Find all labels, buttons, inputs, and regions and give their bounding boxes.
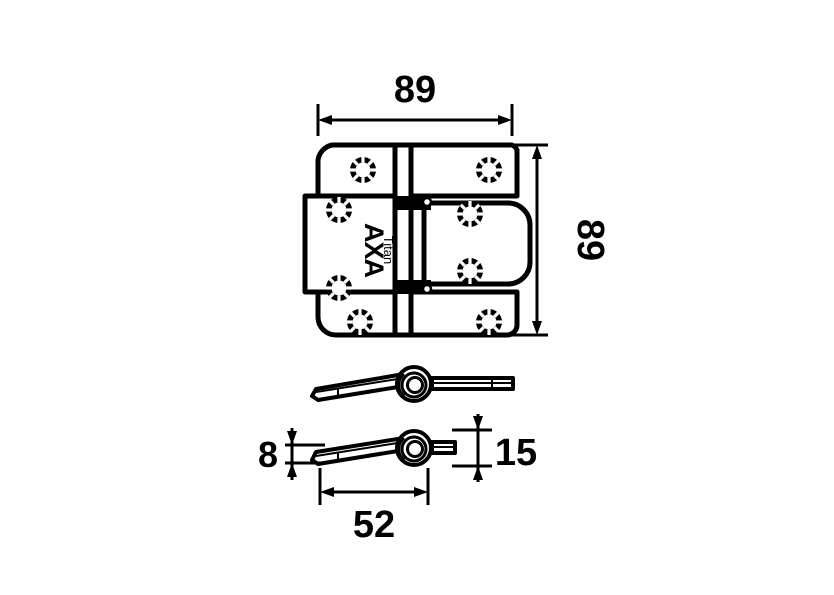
screw-hole-middle-lower-right bbox=[457, 258, 483, 284]
side-view-open bbox=[310, 365, 515, 403]
dimension-label-length: 52 bbox=[353, 504, 395, 546]
brand-model: Titan bbox=[381, 236, 396, 264]
arrowhead-bottom bbox=[287, 463, 297, 477]
screw-hole-middle-upper-right bbox=[457, 201, 483, 227]
screw-hole-top-right bbox=[476, 157, 502, 183]
front-view: AXA Titan bbox=[302, 142, 533, 338]
arrowhead-bottom bbox=[473, 466, 483, 480]
arrowhead-top bbox=[532, 145, 542, 159]
dimension-label-thickness: 8 bbox=[258, 434, 278, 475]
screw-hole-bottom-left bbox=[347, 309, 373, 335]
screw-hole-top-left bbox=[350, 157, 376, 183]
side-view-dimensioned bbox=[310, 429, 457, 467]
arrowhead-bottom bbox=[532, 321, 542, 335]
side-open-knuckle-inner bbox=[406, 376, 424, 394]
side-open-left-leaf-midline bbox=[315, 377, 405, 393]
side-open-knuckle-wrap bbox=[397, 372, 406, 398]
screw-hole-middle-upper-left bbox=[326, 197, 352, 223]
dimension-thickness-8: 8 bbox=[258, 428, 325, 480]
brand-name: AXA bbox=[359, 223, 389, 278]
dimension-knuckle-15: 15 bbox=[452, 414, 537, 482]
arrowhead-top bbox=[287, 431, 297, 445]
dimension-label-height: 89 bbox=[569, 219, 611, 261]
dimension-length-52: 52 bbox=[318, 468, 430, 546]
hinge-pin-end-top bbox=[421, 196, 433, 208]
arrowhead-left bbox=[320, 487, 334, 497]
arrowhead-left bbox=[318, 115, 332, 125]
dimension-height-89: 89 bbox=[512, 143, 611, 337]
dimension-label-width: 89 bbox=[394, 69, 436, 111]
arrowhead-top bbox=[473, 416, 483, 430]
hinge-pin-end-bottom bbox=[421, 283, 433, 295]
arrowhead-right bbox=[498, 115, 512, 125]
dimension-width-89: 89 bbox=[316, 69, 514, 136]
dimension-label-knuckle: 15 bbox=[495, 432, 537, 474]
side-dim-knuckle-wrap bbox=[397, 436, 406, 462]
hinge-leaf-middle-right bbox=[405, 200, 533, 287]
side-dim-knuckle-inner bbox=[406, 440, 424, 458]
screw-hole-middle-lower-left bbox=[326, 275, 352, 301]
brand-mark: AXA Titan bbox=[359, 223, 396, 278]
screw-hole-bottom-right bbox=[476, 309, 502, 335]
side-dim-left-leaf-midline bbox=[315, 441, 405, 457]
arrowhead-right bbox=[414, 487, 428, 497]
